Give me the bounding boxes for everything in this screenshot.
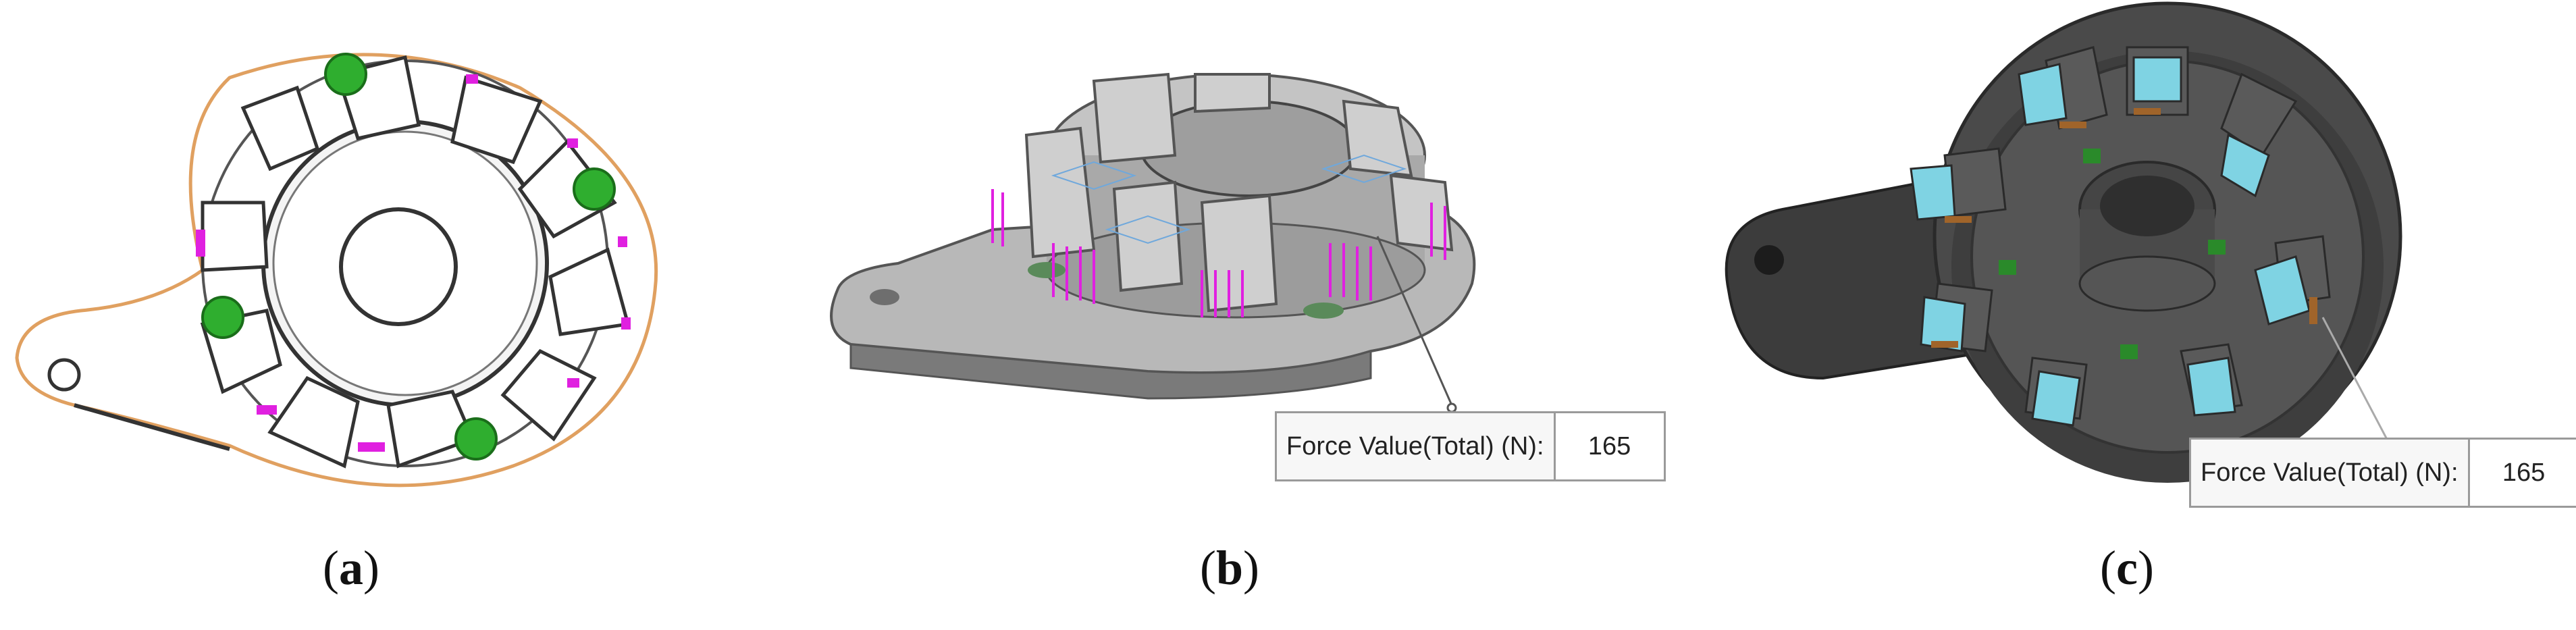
panel-b-force-callout: Force Value(Total) (N): 165 xyxy=(1275,411,1666,481)
panel-b-force-arrows xyxy=(991,189,1446,317)
panel-a-letter: a xyxy=(338,541,363,595)
panel-a-label: (a) xyxy=(323,541,379,595)
panel-c-force-callout: Force Value(Total) (N): 165 xyxy=(2189,438,2576,508)
panel-a-center-hole xyxy=(339,207,458,326)
panel-a-drawing xyxy=(15,53,658,488)
panel-b-force-value: 165 xyxy=(1555,413,1664,479)
panel-b-drawing xyxy=(830,72,1476,413)
panel-c-ear-hole xyxy=(1754,245,1784,275)
panel-a-grips xyxy=(201,53,616,461)
panel-c-drawing xyxy=(1725,1,2402,483)
panel-a-ear-hole xyxy=(47,358,81,392)
panel-c-label: (c) xyxy=(2100,541,2154,595)
panel-b-letter: b xyxy=(1215,541,1244,595)
panel-c-force-value: 165 xyxy=(2469,440,2576,506)
panel-c-letter: c xyxy=(2115,541,2138,595)
panel-c-force-label: Force Value(Total) (N): xyxy=(2191,440,2470,506)
panel-c-markers xyxy=(1999,149,2226,359)
panel-b-force-label: Force Value(Total) (N): xyxy=(1277,413,1556,479)
panel-b-label: (b) xyxy=(1200,541,1260,595)
